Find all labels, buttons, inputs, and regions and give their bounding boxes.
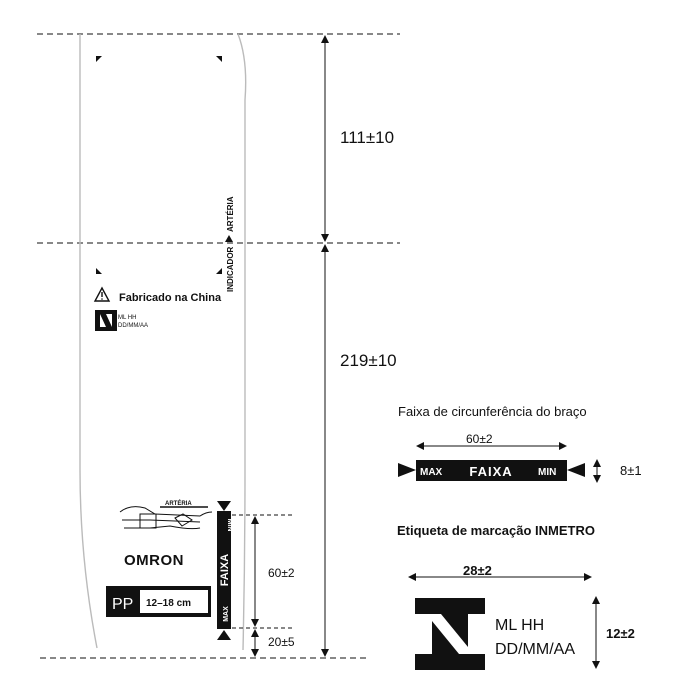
inmetro-line2: DD/MM/AA <box>495 641 575 658</box>
bottom-section-dim: 219±10 <box>340 351 397 370</box>
indicator-label: INDICADOR <box>226 246 235 292</box>
arrow-right-icon <box>225 235 233 242</box>
artery-small-label: ARTÉRIA <box>165 499 192 507</box>
stamp-small-line1: ML HH <box>118 315 136 321</box>
range-offset-dim: 20±5 <box>268 635 295 649</box>
arm-range-panel: Faixa de circunferência do braço 60±2 MA… <box>398 404 642 483</box>
size-box: PP 12–18 cm <box>106 586 211 617</box>
indicator-artery-label: INDICADOR ARTÉRIA <box>225 196 235 292</box>
inmetro-width-dim: 28±2 <box>463 563 492 578</box>
cuff-outline <box>79 33 247 651</box>
reference-lines <box>37 33 400 659</box>
inmetro-logo-icon <box>415 598 485 670</box>
artery-arm-icon <box>119 506 213 530</box>
artery-label: ARTÉRIA <box>226 196 235 232</box>
range-length-dim: 60±2 <box>268 566 295 580</box>
inmetro-line1: ML HH <box>495 617 544 634</box>
arm-range-title: Faixa de circunferência do braço <box>398 404 587 419</box>
arm-range-width-dim: 60±2 <box>466 432 493 446</box>
top-section-dim: 111±10 <box>340 128 394 147</box>
panel-bar-max: MAX <box>420 467 443 478</box>
made-in-label: Fabricado na China <box>119 292 222 304</box>
size-code: PP <box>112 596 133 613</box>
range-dimensions <box>232 514 293 657</box>
cuff-bar-min: MIN <box>226 519 233 532</box>
inmetro-title: Etiqueta de marcação INMETRO <box>397 523 595 538</box>
inmetro-height-dim: 12±2 <box>606 626 635 641</box>
cuff-bar-text: FAIXA <box>219 554 231 586</box>
arm-range-height-dim: 8±1 <box>620 463 642 478</box>
inmetro-panel: Etiqueta de marcação INMETRO 28±2 ML HH … <box>397 523 635 670</box>
stamp-small-line2: DD/MM/AA <box>118 323 148 329</box>
panel-bar-min: MIN <box>538 467 556 478</box>
warning-icon <box>93 286 111 302</box>
cuff-bar-max: MAX <box>223 606 230 622</box>
inmetro-stamp-small-icon <box>95 310 117 331</box>
corner-markers <box>96 56 222 274</box>
panel-bar-text: FAIXA <box>469 464 512 479</box>
brand-logo: OMRON <box>124 552 184 569</box>
size-range: 12–18 cm <box>146 598 191 609</box>
cuff-range-bar: MIN FAIXA MAX <box>217 501 233 640</box>
